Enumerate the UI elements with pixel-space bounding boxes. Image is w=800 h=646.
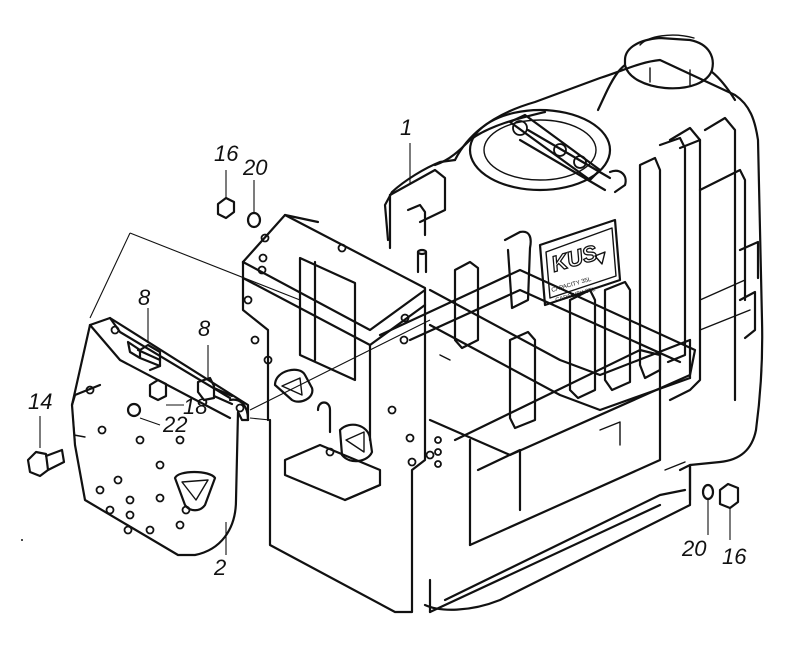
label-part-16-upper: 16 (214, 141, 239, 166)
label-part-20-lower: 20 (682, 536, 707, 561)
washer-small (126, 402, 142, 418)
label-part-20-upper: 20 (243, 155, 268, 180)
tank-frame (241, 213, 697, 614)
label-part-18: 18 (183, 394, 208, 419)
nut-lower-right (718, 482, 740, 510)
tank: KUS CAPACITY 35L CAPACITY 35L (383, 34, 764, 614)
bolt-lower (196, 376, 234, 406)
nut-upper-left (216, 196, 236, 220)
washer-upper-left (246, 211, 262, 229)
label-part-2: 2 (214, 555, 227, 580)
washer-lower-right (701, 483, 715, 501)
label-part-22: 22 (163, 412, 188, 437)
label-part-14: 14 (28, 389, 53, 414)
bolt-long (26, 448, 66, 478)
fasteners (26, 196, 740, 510)
nut-small (148, 378, 168, 402)
bracket (70, 316, 250, 557)
label-part-16-lower: 16 (722, 544, 747, 569)
tank-brand-text: KUS (548, 240, 600, 277)
leader-lines (39, 143, 731, 555)
label-part-1: 1 (400, 115, 413, 140)
label-part-8-lower: 8 (198, 316, 211, 341)
label-part-8-upper: 8 (138, 285, 151, 310)
bolt-upper (126, 340, 162, 368)
